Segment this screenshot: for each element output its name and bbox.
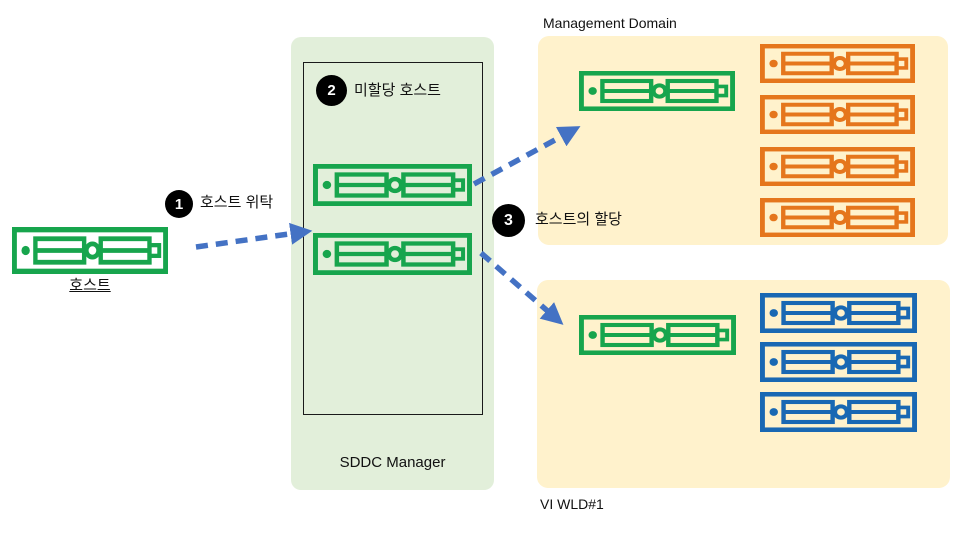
unassigned-host-server-icon (313, 233, 472, 275)
management-domain-title: Management Domain (543, 15, 677, 31)
step-2-badge: 2 (316, 75, 347, 106)
step-1-badge: 1 (165, 190, 193, 218)
arrow-host-commission (195, 222, 313, 250)
md-member-server-icon (760, 147, 915, 186)
md-member-server-icon (760, 44, 915, 83)
wld-member-server-icon (760, 342, 917, 382)
sddc-manager-label: SDDC Manager (339, 454, 446, 471)
management-domain-box (538, 36, 948, 245)
step-1-label: 호스트 위탁 (200, 194, 274, 211)
wld-assigned-host-server-icon (579, 315, 736, 355)
md-assigned-host-server-icon (579, 71, 735, 111)
step-2-label: 미할당 호스트 (354, 82, 441, 99)
wld-member-server-icon (760, 293, 917, 333)
host-label: 호스트 (69, 277, 111, 294)
unassigned-host-server-icon (313, 164, 472, 206)
host-server-icon (12, 227, 168, 274)
md-member-server-icon (760, 95, 915, 134)
vi-wld-title: VI WLD#1 (540, 496, 604, 512)
md-member-server-icon (760, 198, 915, 237)
wld-member-server-icon (760, 392, 917, 432)
step-3-badge: 3 (492, 204, 525, 237)
step-3-label: 호스트의 할당 (535, 211, 622, 228)
